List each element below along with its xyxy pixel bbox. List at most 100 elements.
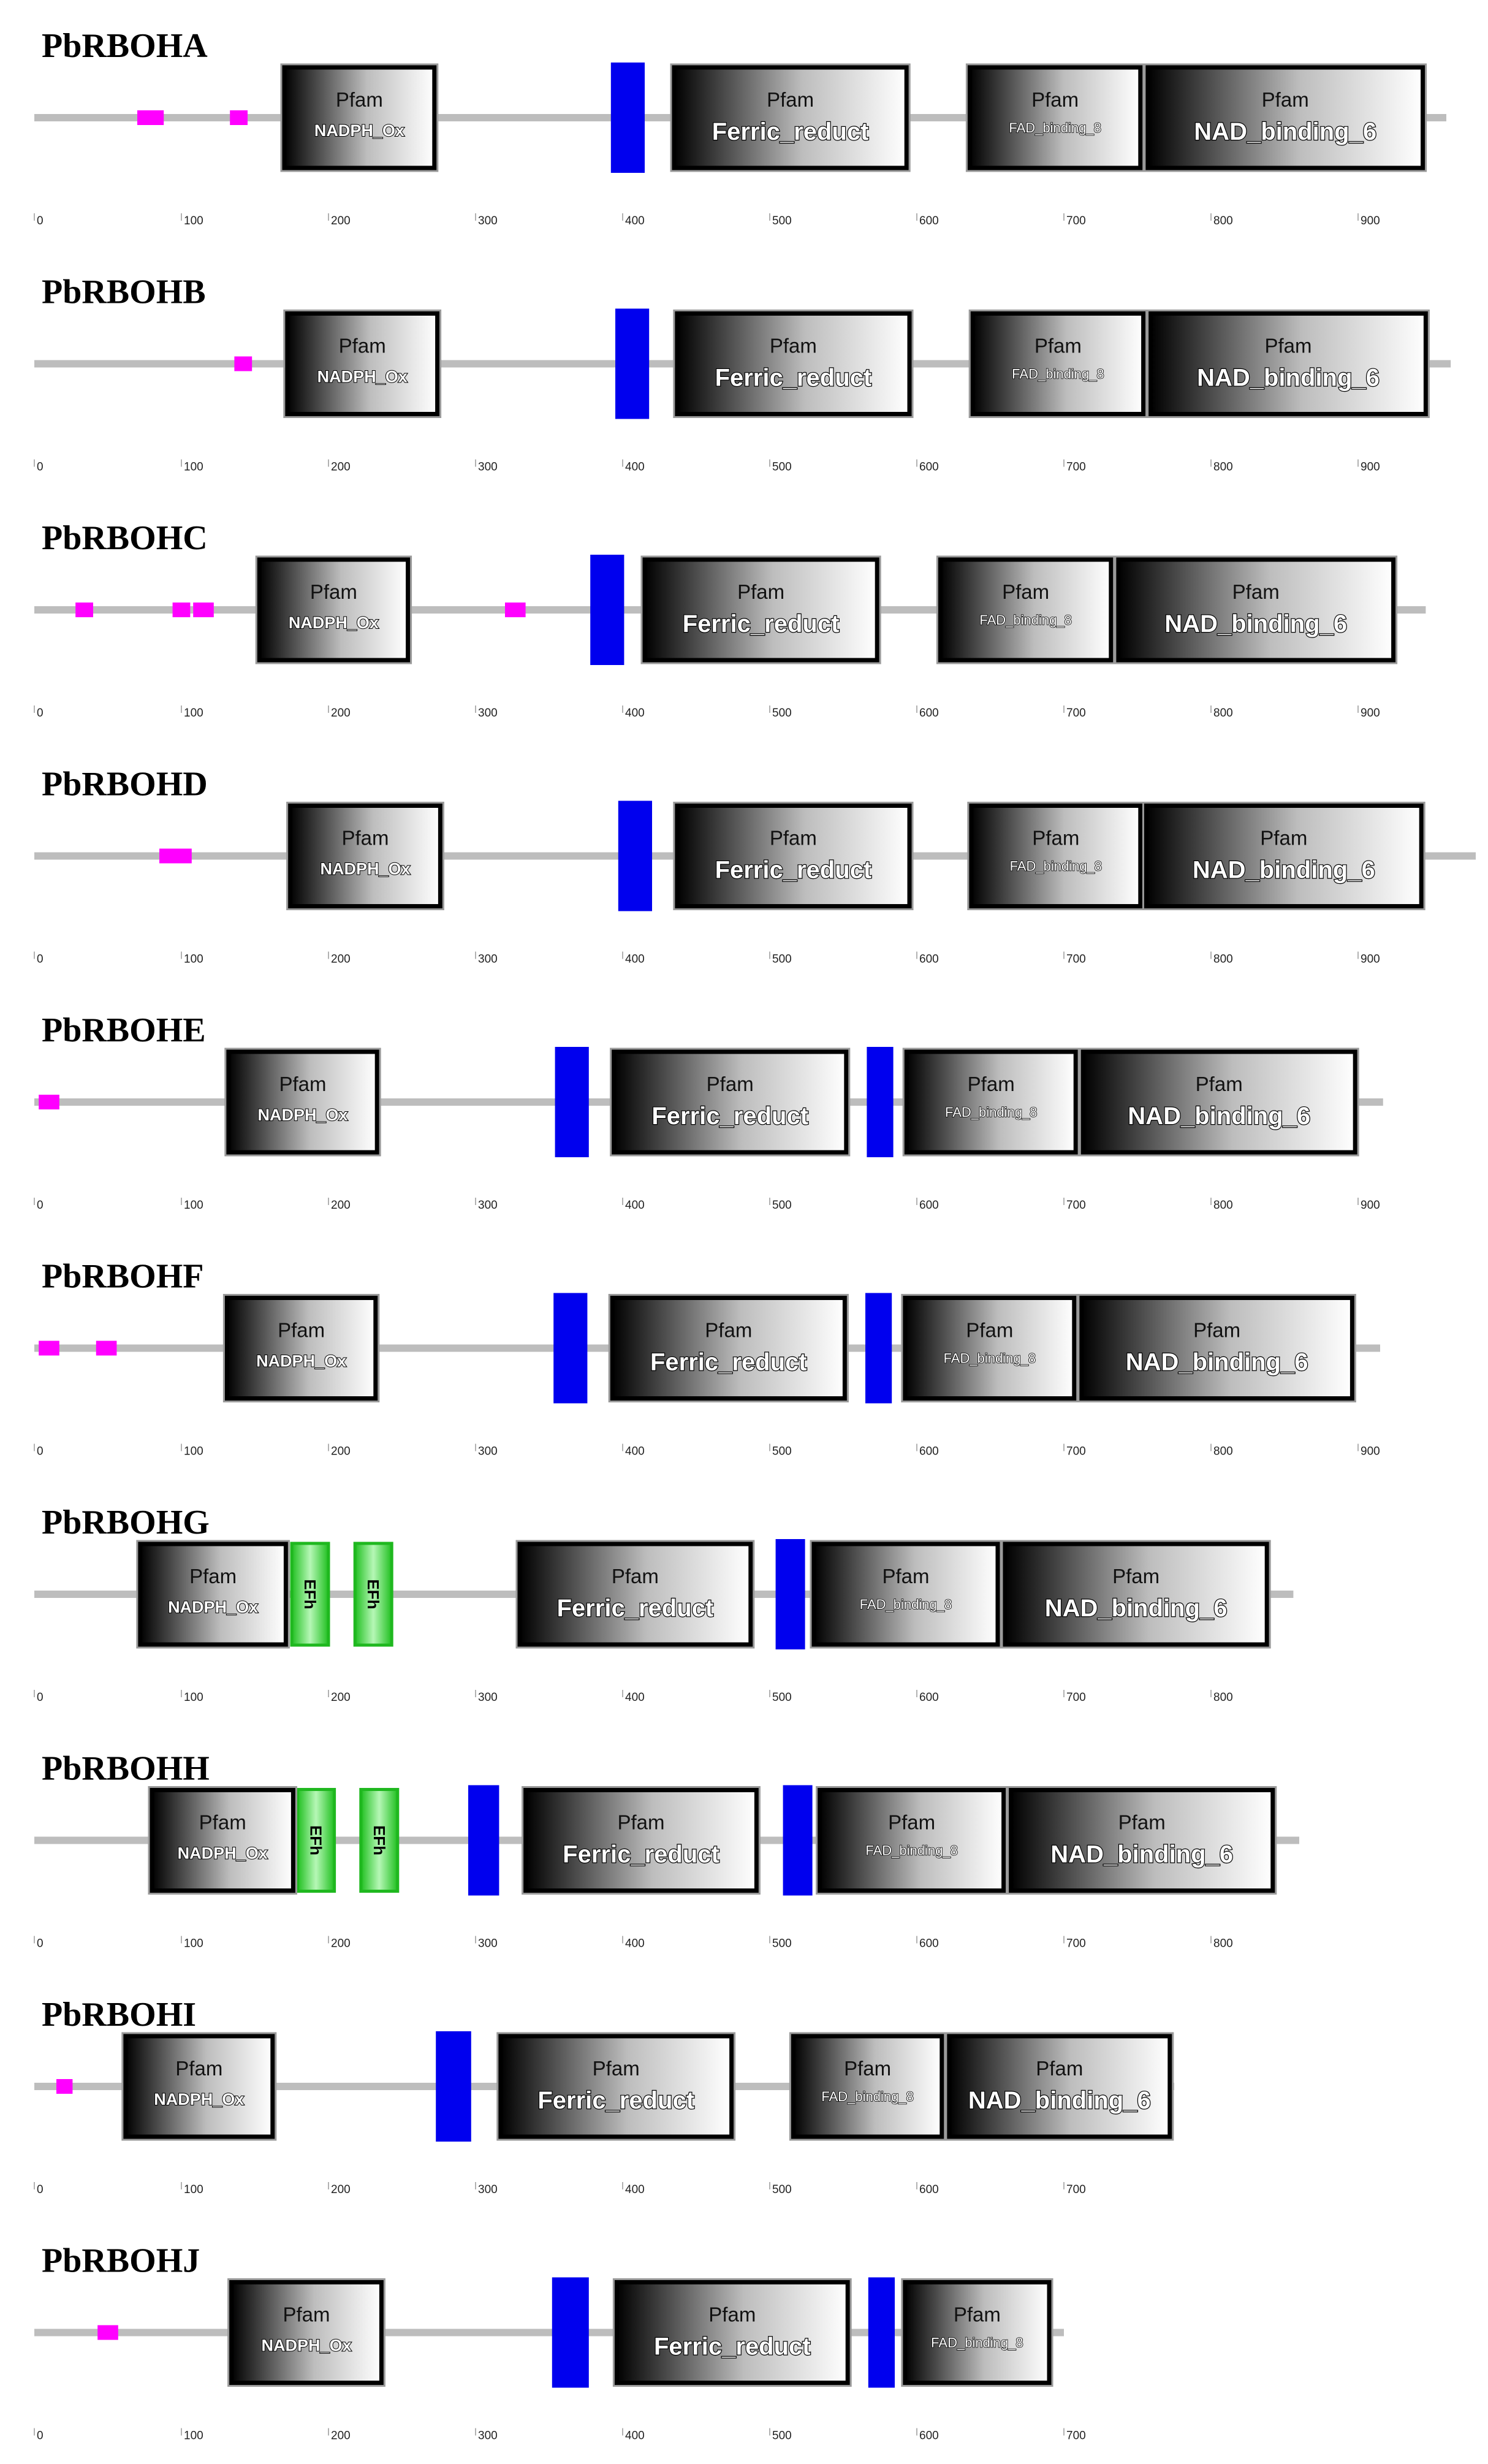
tick-label: 100 <box>184 1937 203 1950</box>
tick-label: 100 <box>184 1445 203 1458</box>
pfam-label: Pfam <box>888 1811 935 1834</box>
tick-label: 400 <box>625 2183 645 2196</box>
pfam-label: Pfam <box>279 1073 326 1095</box>
tick-label: 200 <box>331 215 351 227</box>
pfam-domain <box>257 557 411 663</box>
pfam-domain-name: FAD_binding_8 <box>944 1351 1036 1366</box>
tick-label: 900 <box>1361 707 1380 720</box>
tick-label: 500 <box>772 1937 792 1950</box>
pfam-label: Pfam <box>966 1319 1013 1342</box>
tick-label: 900 <box>1361 461 1380 474</box>
motif-segment <box>505 603 526 617</box>
tick-label: 200 <box>331 707 351 720</box>
pfam-domain-name: Ferric_reduct <box>715 365 872 392</box>
tick-label: 300 <box>478 2183 498 2196</box>
transmembrane-segment <box>868 2277 895 2388</box>
tick-label: 400 <box>625 1199 645 1212</box>
pfam-domain-name: FAD_binding_8 <box>945 1105 1037 1120</box>
tick-label: 800 <box>1213 461 1233 474</box>
tick-label: 700 <box>1066 2183 1086 2196</box>
pfam-domain-name: NADPH_Ox <box>261 2337 351 2355</box>
pfam-domain <box>138 1542 288 1647</box>
tick-label: 900 <box>1361 215 1380 227</box>
tick-label: 700 <box>1066 215 1086 227</box>
tick-label: 100 <box>184 2183 203 2196</box>
protein-row: PbRBOHJPfamNADPH_OxPfamFerric_reductPfam… <box>34 2242 1086 2443</box>
motif-segment <box>230 110 248 125</box>
pfam-domain <box>123 2034 275 2139</box>
tick-label: 700 <box>1066 707 1086 720</box>
tick-label: 0 <box>37 1691 44 1704</box>
tick-label: 100 <box>184 461 203 474</box>
pfam-domain-name: FAD_binding_8 <box>931 2335 1023 2351</box>
motif-segment <box>137 110 164 125</box>
pfam-label: Pfam <box>612 1565 659 1588</box>
pfam-domain <box>150 1788 295 1893</box>
pfam-domain <box>642 557 879 663</box>
pfam-domain <box>229 2280 384 2385</box>
pfam-domain-name: Ferric_reduct <box>563 1841 719 1868</box>
transmembrane-segment <box>867 1047 894 1157</box>
pfam-label: Pfam <box>954 2303 1001 2326</box>
pfam-domain-name: Ferric_reduct <box>650 1349 807 1376</box>
transmembrane-segment <box>468 1785 499 1896</box>
efh-label: EFh <box>301 1579 319 1609</box>
tick-label: 800 <box>1213 1937 1233 1950</box>
tick-label: 300 <box>478 1691 498 1704</box>
pfam-domain-name: FAD_binding_8 <box>1010 859 1102 874</box>
pfam-label: Pfam <box>336 88 383 111</box>
pfam-domain <box>612 1049 849 1155</box>
tick-label: 0 <box>37 1937 44 1950</box>
pfam-domain <box>1009 1788 1275 1893</box>
tick-label: 200 <box>331 2183 351 2196</box>
pfam-domain <box>498 2034 734 2139</box>
tick-label: 0 <box>37 953 44 966</box>
pfam-label: Pfam <box>1118 1811 1166 1834</box>
protein-name: PbRBOHG <box>42 1504 210 1542</box>
pfam-label: Pfam <box>1032 827 1079 850</box>
pfam-domain <box>282 65 437 170</box>
pfam-domain-name: NAD_binding_6 <box>1045 1595 1228 1622</box>
pfam-domain <box>517 1542 753 1647</box>
tick-label: 600 <box>919 707 939 720</box>
motif-segment <box>234 356 252 371</box>
tick-label: 200 <box>331 953 351 966</box>
pfam-domain-name: NADPH_Ox <box>168 1598 258 1616</box>
tick-label: 300 <box>478 215 498 227</box>
tick-label: 600 <box>919 1937 939 1950</box>
tick-label: 600 <box>919 2430 939 2443</box>
tick-label: 100 <box>184 1691 203 1704</box>
pfam-label: Pfam <box>1036 2057 1083 2080</box>
pfam-domain <box>967 65 1143 170</box>
pfam-domain <box>1144 804 1424 908</box>
pfam-label: Pfam <box>1264 335 1311 357</box>
pfam-domain-name: NADPH_Ox <box>257 1106 347 1124</box>
tick-label: 500 <box>772 1691 792 1704</box>
tick-label: 300 <box>478 461 498 474</box>
pfam-domain <box>903 2280 1052 2385</box>
transmembrane-segment <box>553 1293 588 1404</box>
pfam-domain-name: NAD_binding_6 <box>1193 857 1375 884</box>
pfam-domain-name: Ferric_reduct <box>537 2087 694 2114</box>
tick-label: 300 <box>478 707 498 720</box>
pfam-domain <box>1079 1296 1354 1401</box>
pfam-domain-name: Ferric_reduct <box>654 2333 811 2360</box>
tick-label: 700 <box>1066 461 1086 474</box>
tick-label: 600 <box>919 215 939 227</box>
pfam-label: Pfam <box>708 2303 756 2326</box>
tick-label: 500 <box>772 1445 792 1458</box>
pfam-domain <box>288 804 442 908</box>
tick-label: 700 <box>1066 1691 1086 1704</box>
protein-name: PbRBOHJ <box>42 2242 200 2280</box>
motif-segment <box>96 1340 117 1356</box>
pfam-domain-name: NADPH_Ox <box>154 2090 244 2108</box>
motif-segment <box>159 848 192 864</box>
pfam-domain-name: Ferric_reduct <box>651 1103 808 1130</box>
protein-row: PbRBOHEPfamNADPH_OxPfamFerric_reductPfam… <box>34 1011 1383 1212</box>
protein-row: PbRBOHIPfamNADPH_OxPfamFerric_reductPfam… <box>34 1996 1174 2196</box>
tick-label: 900 <box>1361 1199 1380 1212</box>
pfam-domain-name: FAD_binding_8 <box>865 1843 957 1858</box>
motif-segment <box>39 1095 59 1109</box>
